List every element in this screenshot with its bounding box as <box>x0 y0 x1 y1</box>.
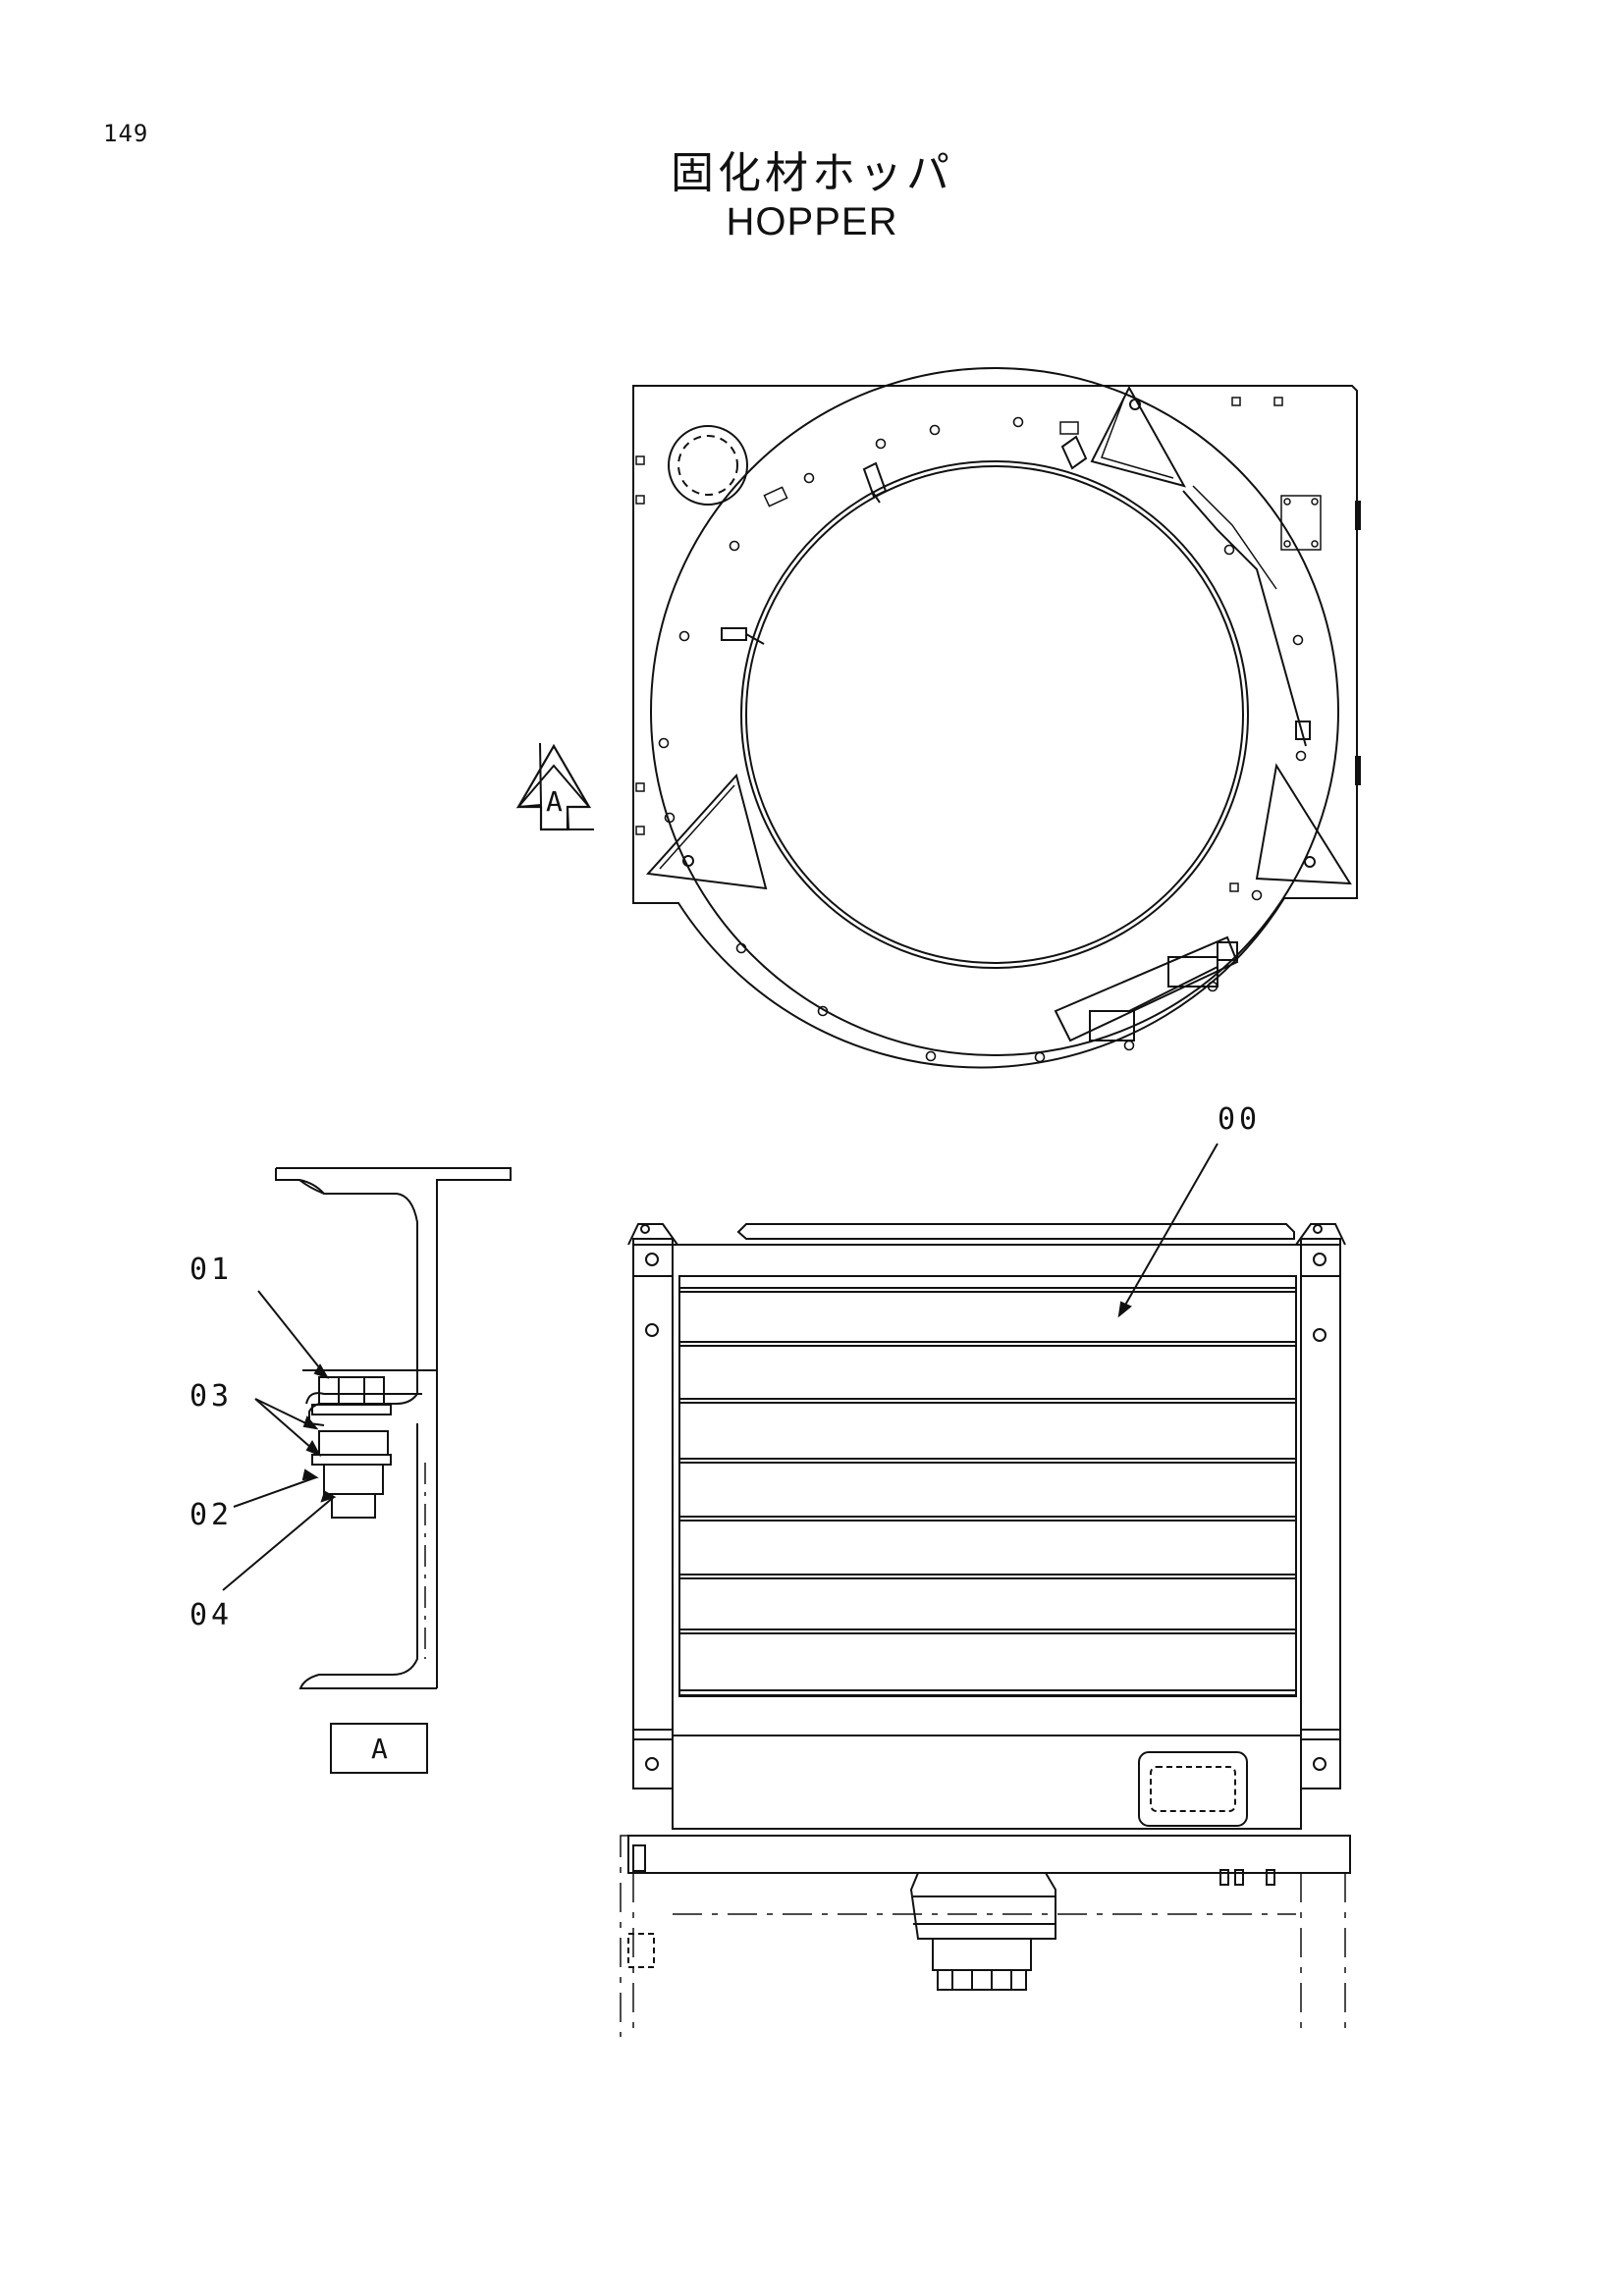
bracket-top-right <box>1090 385 1187 488</box>
callout-04: 04 <box>189 1598 233 1632</box>
clamp <box>1060 435 1088 470</box>
hopper-body <box>672 1244 1302 1736</box>
clamp <box>1295 721 1311 740</box>
base-frame <box>627 1835 1351 1874</box>
washer-lower <box>311 1454 392 1466</box>
callout-00: 00 <box>1218 1102 1261 1137</box>
section-detail: 01 03 02 04 A <box>189 1167 512 1774</box>
bolt-head <box>318 1376 385 1406</box>
callout-02: 02 <box>189 1498 233 1532</box>
title-english: HOPPER <box>726 200 898 243</box>
nut <box>323 1464 384 1495</box>
plate-fasteners <box>635 397 1322 892</box>
view-label-box <box>330 1723 428 1774</box>
body-ribs <box>679 1287 1296 1696</box>
clamp <box>721 627 765 645</box>
clamp <box>862 461 888 504</box>
nameplate <box>1138 1751 1248 1827</box>
view-marker-letter: A <box>546 785 563 818</box>
leader-01 <box>257 1290 328 1378</box>
hinge-assembly <box>1054 935 1239 1042</box>
title-japanese: 固化材ホッパ <box>671 148 953 198</box>
top-view <box>632 367 1361 1069</box>
leader-02 <box>233 1476 317 1508</box>
callout-03: 03 <box>189 1379 233 1414</box>
top-view-plate-outline <box>632 385 1358 1069</box>
post-right <box>1300 1238 1341 1740</box>
bracket-left <box>645 773 768 890</box>
post-left <box>632 1238 674 1740</box>
leader-00 <box>1118 1143 1218 1316</box>
view-label-letter: A <box>371 1733 388 1765</box>
leader-03b <box>254 1398 320 1456</box>
hopper-outer-ring <box>650 367 1339 1056</box>
washer <box>311 1404 392 1415</box>
page-number: 149 <box>103 120 149 147</box>
ring-bolt-holes <box>658 416 1307 1063</box>
front-view: 00 <box>620 1102 1351 2037</box>
inspection-port <box>668 425 748 506</box>
bracket-right <box>1255 763 1352 885</box>
hopper-inner-opening <box>740 460 1249 969</box>
callout-01: 01 <box>189 1253 233 1287</box>
view-a-marker: A <box>515 742 594 831</box>
leader-04 <box>222 1496 335 1591</box>
rotary-feeder <box>909 1872 1056 1991</box>
